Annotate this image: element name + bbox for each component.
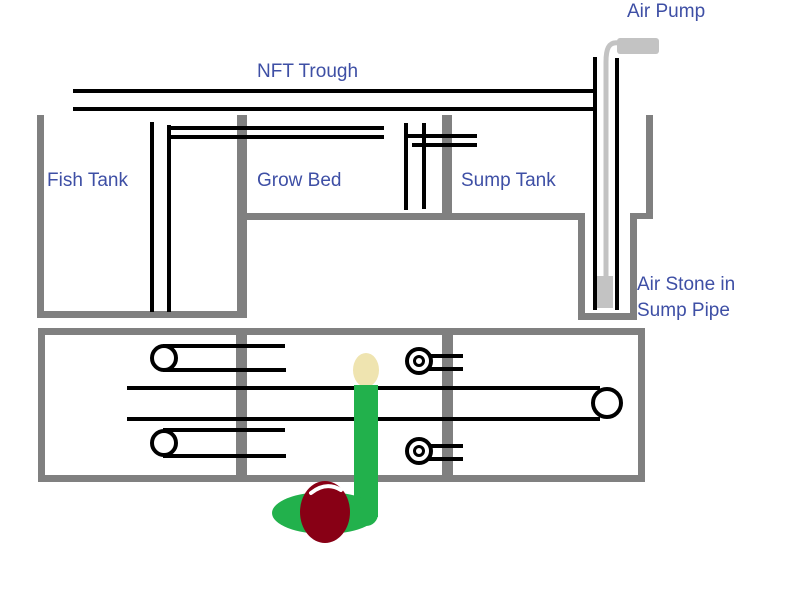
sump-well-right-wall [630,213,637,320]
outer-right-wall [646,115,653,219]
sump-step-wall [630,213,653,219]
fruit-highlight [309,484,343,495]
bottom-divider-2 [442,332,453,478]
air-pump-label: Air Pump [627,1,706,22]
nft-trough-bottom-line [73,107,597,111]
pipe1-bottom-line [163,368,286,372]
sump-well-bottom-wall [578,313,637,320]
air-pump-body [617,38,659,54]
cap2-stub-bottom-line [428,457,463,461]
grow-bed-floor-wall [247,213,585,220]
air-stone [597,276,613,308]
cap1-stub-top-line [428,354,463,358]
fish-grow-divider-wall [237,115,247,318]
grow-bed-label: Grow Bed [257,170,342,191]
sump-tank-label: Sump Tank [461,170,556,191]
air-stone-label-line1: Air Stone in [637,274,736,295]
grow-sump-divider-wall [442,115,452,220]
fish-tank-label: Fish Tank [47,170,128,191]
pipe3-top-line [163,428,285,432]
pipe1-top-line [163,344,285,348]
sump-inlet-top-line [405,134,477,138]
grow-bed-feed-bottom-line [169,135,384,139]
plant-fruit [300,481,350,543]
pipe3-bottom-line [163,454,286,458]
bottom-tank-outline [38,328,645,482]
sump-inlet-inner-line [422,123,426,209]
fish-tank-pipe-inner-line [167,125,171,312]
grow-bed-feed-top-line [167,126,384,130]
fish-tank-bottom-wall [37,311,247,318]
air-stone-label-line2: Sump Pipe [637,300,730,321]
plant-stem-elbow [354,502,378,526]
sump-inlet-outer-line [404,123,408,210]
fish-tank-left-wall [37,115,44,318]
bottom-divider-1 [236,332,247,478]
sump-well-left-wall [578,213,585,320]
sump-pipe-right-line [615,58,619,310]
nft-trough-top-line [73,89,597,93]
plant-leaf [272,492,378,534]
nft-trough-label: NFT Trough [257,61,359,82]
cap2-stub-top-line [428,444,463,448]
cap1-stub-bottom-line [428,367,463,371]
main-pipe-top-line [127,386,600,390]
sump-inlet-bottom-line [412,143,477,147]
main-pipe-bottom-line [127,417,600,421]
sump-pipe-left-line [593,57,597,310]
fish-tank-pipe-outer-line [150,122,154,312]
